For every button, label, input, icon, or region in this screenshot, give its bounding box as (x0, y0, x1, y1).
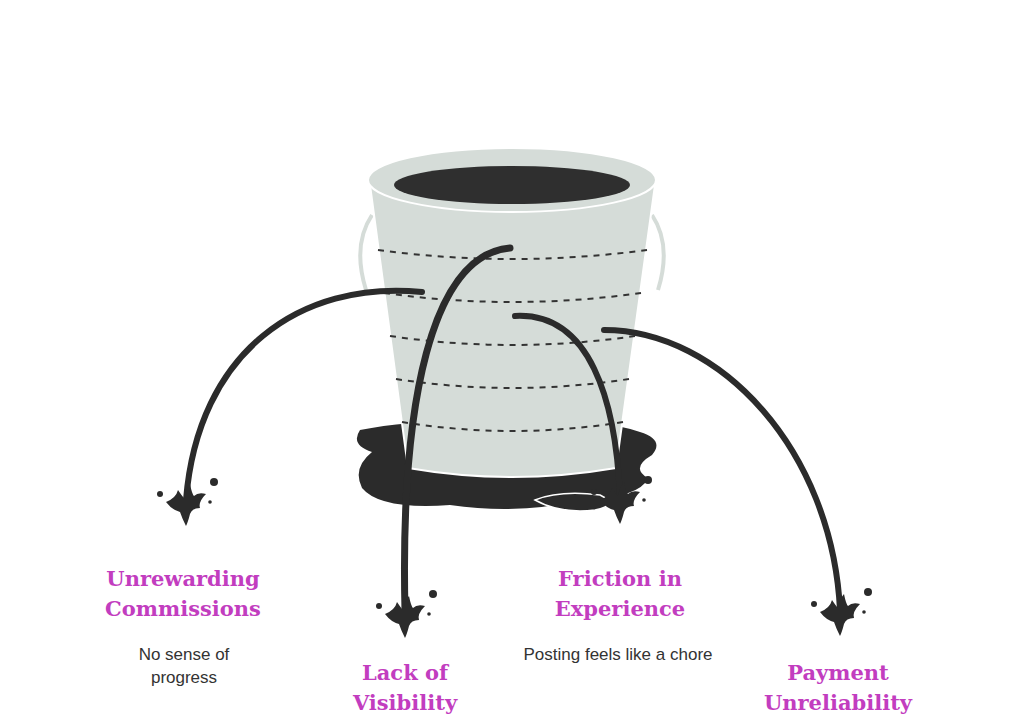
splash (811, 588, 872, 636)
bucket-handle (360, 215, 372, 290)
leak-note: No sense of progress (109, 643, 259, 689)
splash (376, 590, 437, 638)
leak-streams (186, 248, 840, 612)
leak-heading: Payment Unreliability (758, 658, 918, 718)
splash (157, 478, 218, 526)
leak-note: Posting feels like a chore (523, 643, 713, 666)
bucket-handle (652, 215, 664, 290)
puddle-drip (535, 493, 609, 511)
bucket-opening (394, 166, 630, 204)
leak-heading: Friction in Experience (535, 564, 705, 624)
splash (591, 476, 652, 524)
leak-heading: Unrewarding Commissions (88, 564, 278, 624)
bucket-rim (368, 148, 656, 212)
leak-heading: Lack of Visibility (330, 658, 480, 718)
